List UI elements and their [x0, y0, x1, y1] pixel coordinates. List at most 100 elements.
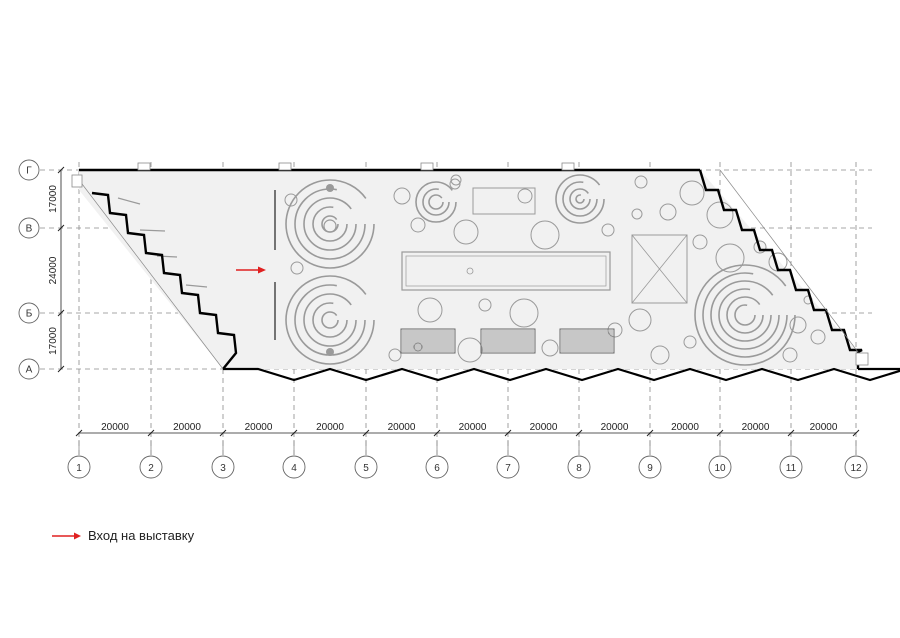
seating-block [559, 328, 615, 354]
column-span-label: 20000 [173, 422, 201, 433]
column-axis-label: 6 [434, 463, 440, 474]
exhibit-pod [517, 188, 533, 204]
column-axis-label: 5 [363, 463, 369, 474]
seating-frame [480, 328, 536, 354]
dimension-tick [433, 429, 441, 437]
dimension-tick [57, 309, 65, 317]
row-axis-bubble: А [18, 358, 40, 380]
exhibit-pod [782, 347, 798, 363]
exhibit-pod [541, 339, 559, 357]
exhibit-pod [679, 180, 705, 206]
column-axis-bubble: 6 [425, 440, 449, 479]
wall-stub [156, 255, 178, 258]
right-stepped-wall [698, 169, 863, 369]
platform-marker [466, 267, 474, 275]
column-span-label: 20000 [388, 422, 416, 433]
dimension-tick [575, 429, 583, 437]
ring [303, 293, 357, 347]
ring [562, 181, 598, 217]
exhibition-floor [79, 170, 858, 369]
ring [312, 206, 348, 242]
exhibit-pod [478, 298, 492, 312]
exhibit-pod [284, 193, 298, 207]
axis-circle [567, 455, 591, 479]
dimension-tick [147, 429, 155, 437]
exhibit-pod [650, 345, 670, 365]
column-axis-label: 8 [576, 463, 582, 474]
column-axis-bubble: 5 [354, 440, 378, 479]
ring [555, 174, 605, 224]
ring [710, 280, 780, 350]
exhibit-pod [449, 178, 461, 190]
column-axis-bubble: 4 [282, 440, 306, 479]
exhibit-pod [683, 335, 697, 349]
column-axis-label: 10 [714, 463, 726, 474]
bottom-zigzag-wall [223, 367, 900, 382]
concentric-rings-large [694, 264, 796, 366]
dimension-tick [716, 429, 724, 437]
dimension-tick [219, 429, 227, 437]
exhibit-pod [601, 223, 615, 237]
exhibit-pod [410, 217, 426, 233]
axis-circle [139, 455, 163, 479]
ring [702, 272, 788, 358]
axis-circle [354, 455, 378, 479]
exhibit-pod [388, 348, 402, 362]
row-axis-label: Б [26, 309, 33, 320]
central-platform-inner [405, 255, 607, 287]
row-span-label: 24000 [48, 256, 59, 284]
axis-circle [282, 455, 306, 479]
exhibit-pod [628, 308, 652, 332]
building-walls [71, 162, 900, 382]
roof-vent [278, 162, 292, 171]
exhibit-pod [706, 201, 734, 229]
exhibit-pod [509, 298, 539, 328]
exhibit-elements [117, 174, 826, 366]
ring [569, 188, 591, 210]
exhibit-pod [393, 187, 411, 205]
ring [734, 304, 756, 326]
column-axis-label: 2 [148, 463, 154, 474]
column-axis-bubble: 7 [496, 440, 520, 479]
wall-stub [139, 229, 166, 232]
row-axis-label: В [26, 224, 33, 235]
ring [285, 179, 375, 269]
column-span-label: 20000 [101, 422, 129, 433]
column-axis-bubble: 3 [211, 440, 235, 479]
square-pavilion [631, 234, 688, 304]
roof-vent [420, 162, 434, 171]
axis-circle [18, 217, 40, 239]
row-span-label: 17000 [48, 185, 59, 213]
dimension-tick [57, 224, 65, 232]
roof-vent [137, 162, 151, 171]
corner-block [855, 352, 869, 366]
column-span-label: 20000 [742, 422, 770, 433]
axis-circle [211, 455, 235, 479]
ring [312, 302, 348, 338]
dimension-tick [504, 429, 512, 437]
row-axis-label: Г [26, 166, 32, 177]
ring [321, 311, 339, 329]
column-span-label: 20000 [245, 422, 273, 433]
seating-frame [559, 328, 615, 354]
column-span-label: 20000 [459, 422, 487, 433]
corner-block [71, 174, 83, 188]
dimension-tick [646, 429, 654, 437]
right-diagonal [719, 169, 859, 353]
exhibit-pod [417, 297, 443, 323]
column-axis-bubble: 9 [638, 440, 662, 479]
row-span-label: 17000 [48, 327, 59, 355]
ring-dot [326, 348, 334, 356]
ring [575, 194, 585, 204]
axis-circle [779, 455, 803, 479]
column-span-label: 20000 [671, 422, 699, 433]
exhibit-pod [692, 234, 708, 250]
ring [422, 188, 450, 216]
axis-circle [496, 455, 520, 479]
dimension-tick [852, 429, 860, 437]
exhibit-pod [810, 329, 826, 345]
pavilion-cross [631, 234, 688, 304]
seating-block [400, 328, 456, 354]
left-diagonal [78, 179, 224, 370]
